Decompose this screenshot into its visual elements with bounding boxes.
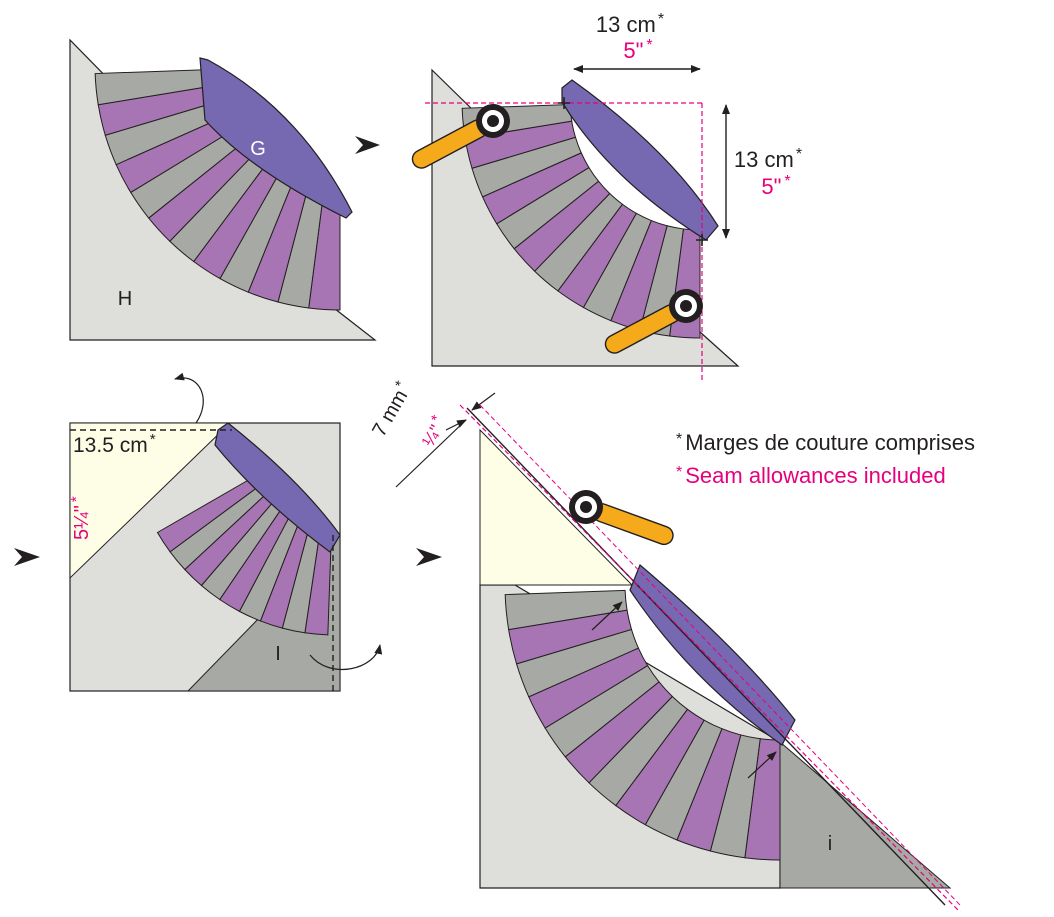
asterisk: * (676, 464, 682, 481)
cream-corner (479, 428, 634, 586)
note-english: Seam allowances included (685, 463, 946, 488)
width-cm-label: 13 cm (596, 12, 656, 37)
panel-step-2: 13 cm* 5"* 13 cm* 5"* (411, 11, 802, 382)
fan-blades (94, 68, 341, 311)
svg-text:5"*: 5"* (761, 173, 790, 199)
seam-allowance-note: *Marges de couture comprises *Seam allow… (676, 430, 975, 488)
label-i-lower: i (828, 833, 832, 855)
asterisk: * (784, 173, 790, 190)
panel-step-1: G H (69, 38, 377, 341)
plus-mark (558, 97, 570, 109)
svg-text:¼"*: ¼"* (416, 412, 451, 450)
svg-text:7 mm*: 7 mm* (366, 378, 417, 441)
dim-in-label: 5¼" (71, 505, 93, 540)
label-i: I (275, 643, 281, 665)
asterisk: * (658, 11, 664, 28)
arc-piece-g (199, 57, 353, 219)
note-french: Marges de couture comprises (685, 430, 975, 455)
svg-text:13.5 cm*: 13.5 cm* (73, 431, 156, 457)
panel-step-4: 7 mm* ¼"* i (366, 378, 961, 913)
svg-text:*Seam allowances included: *Seam allowances included (676, 463, 946, 488)
dim-cm-label: 13.5 cm (73, 434, 148, 457)
rotary-cutter-icon (411, 104, 510, 169)
cut-line (479, 404, 961, 906)
dimension-arrow (471, 392, 496, 411)
asterisk: * (646, 37, 652, 54)
svg-text:5"*: 5"* (623, 37, 652, 63)
fan-blade (504, 589, 628, 631)
cream-corner (69, 422, 232, 580)
dimension-leader (395, 419, 467, 488)
margin-mm-label: 7 mm (368, 386, 412, 440)
asterisk: * (676, 431, 682, 448)
step-arrowhead-2 (14, 548, 40, 566)
arc-piece (561, 79, 719, 241)
width-in-label: 5" (623, 38, 643, 63)
arc-piece (214, 422, 341, 553)
asterisk: * (68, 496, 85, 502)
plus-mark (696, 234, 708, 246)
pointer-arrow (591, 601, 623, 631)
asterisk: * (796, 146, 802, 163)
cut-line (459, 404, 961, 913)
step-arrowhead-3 (416, 548, 442, 566)
fan-blades (504, 589, 781, 861)
fold-arrow (174, 372, 204, 424)
svg-text:13 cm*: 13 cm* (596, 11, 664, 37)
svg-text:13 cm*: 13 cm* (734, 146, 802, 172)
pointer-arrow (747, 751, 777, 779)
ruler-edge (466, 407, 946, 906)
svg-text:*Marges de couture comprises: *Marges de couture comprises (676, 430, 975, 455)
panel-step-3: 13.5 cm* 5¼"* I (68, 372, 383, 692)
fold-arrow (309, 644, 383, 670)
arc-piece (629, 564, 796, 746)
fan-blades (156, 476, 333, 636)
height-cm-label: 13 cm (734, 147, 794, 172)
label-h: H (118, 288, 132, 310)
svg-text:5¼"*: 5¼" * (68, 496, 93, 540)
height-in-label: 5" (761, 174, 781, 199)
step-arrowhead-1 (355, 136, 380, 154)
asterisk: * (150, 431, 156, 448)
rotary-cutter-icon (569, 490, 674, 546)
dimension-arrow (445, 419, 467, 431)
rotary-cutter-icon (604, 289, 703, 354)
label-g: G (250, 138, 266, 160)
